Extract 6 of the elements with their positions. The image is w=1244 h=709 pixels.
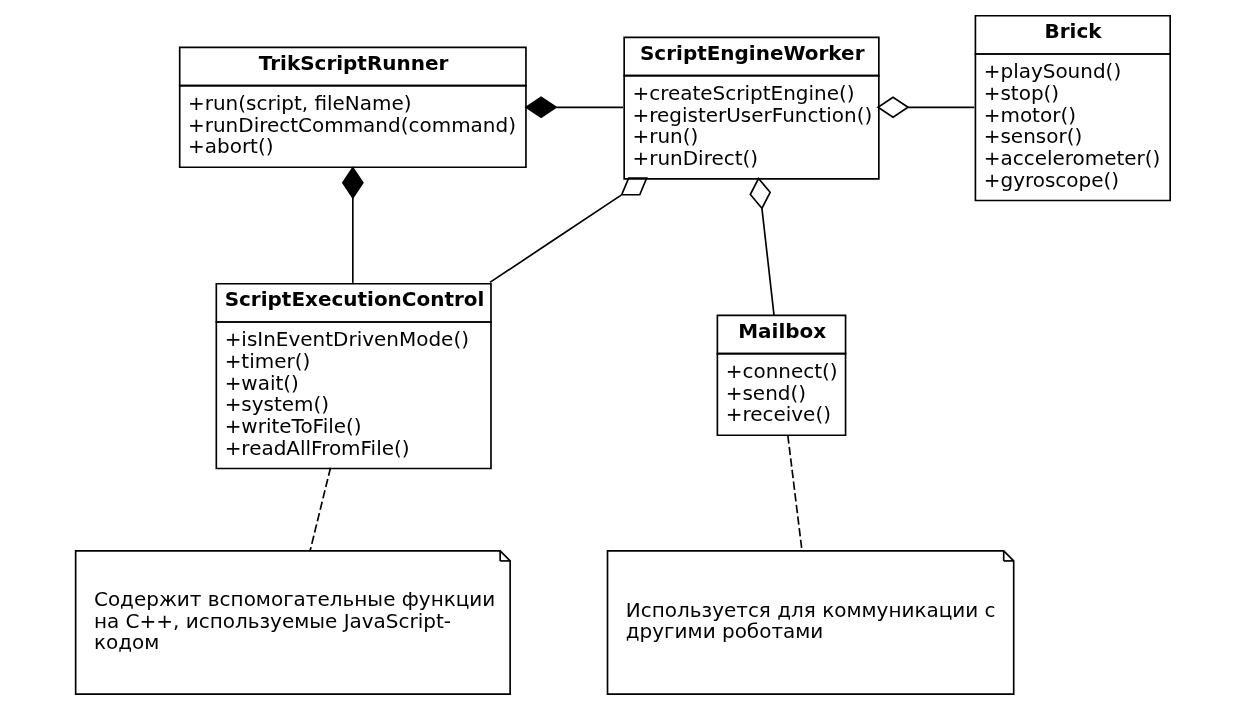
connector	[748, 177, 775, 317]
connector	[341, 166, 364, 284]
connector	[488, 177, 648, 284]
connector	[308, 466, 331, 552]
connector	[524, 96, 624, 119]
connector	[876, 96, 975, 119]
